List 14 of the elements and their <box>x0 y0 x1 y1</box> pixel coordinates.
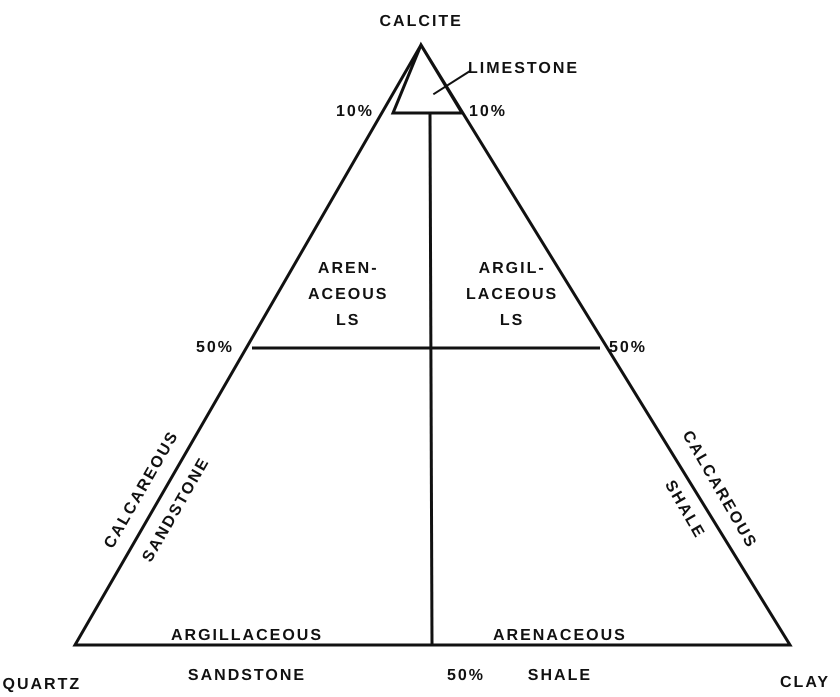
vertex-label: CLAY <box>780 673 830 693</box>
vertex-label: CALCITE <box>380 12 463 32</box>
leader-line <box>432 70 471 96</box>
vertex-label: QUARTZ <box>2 675 82 695</box>
field-label: ARENACEOUS SHALE <box>493 626 627 686</box>
field-label: ARGIL- LACEOUS LS <box>466 259 558 331</box>
field-label: ARGILLACEOUS SANDSTONE <box>171 626 323 686</box>
region-label: LIMESTONE <box>468 56 580 82</box>
field-label: AREN- ACEOUS LS <box>308 259 388 331</box>
percent-label: 10% <box>469 102 508 122</box>
percent-label: 50% <box>447 666 486 686</box>
percent-label: 10% <box>336 102 374 122</box>
percent-label: 50% <box>609 338 648 358</box>
percent-label: 50% <box>196 338 234 358</box>
